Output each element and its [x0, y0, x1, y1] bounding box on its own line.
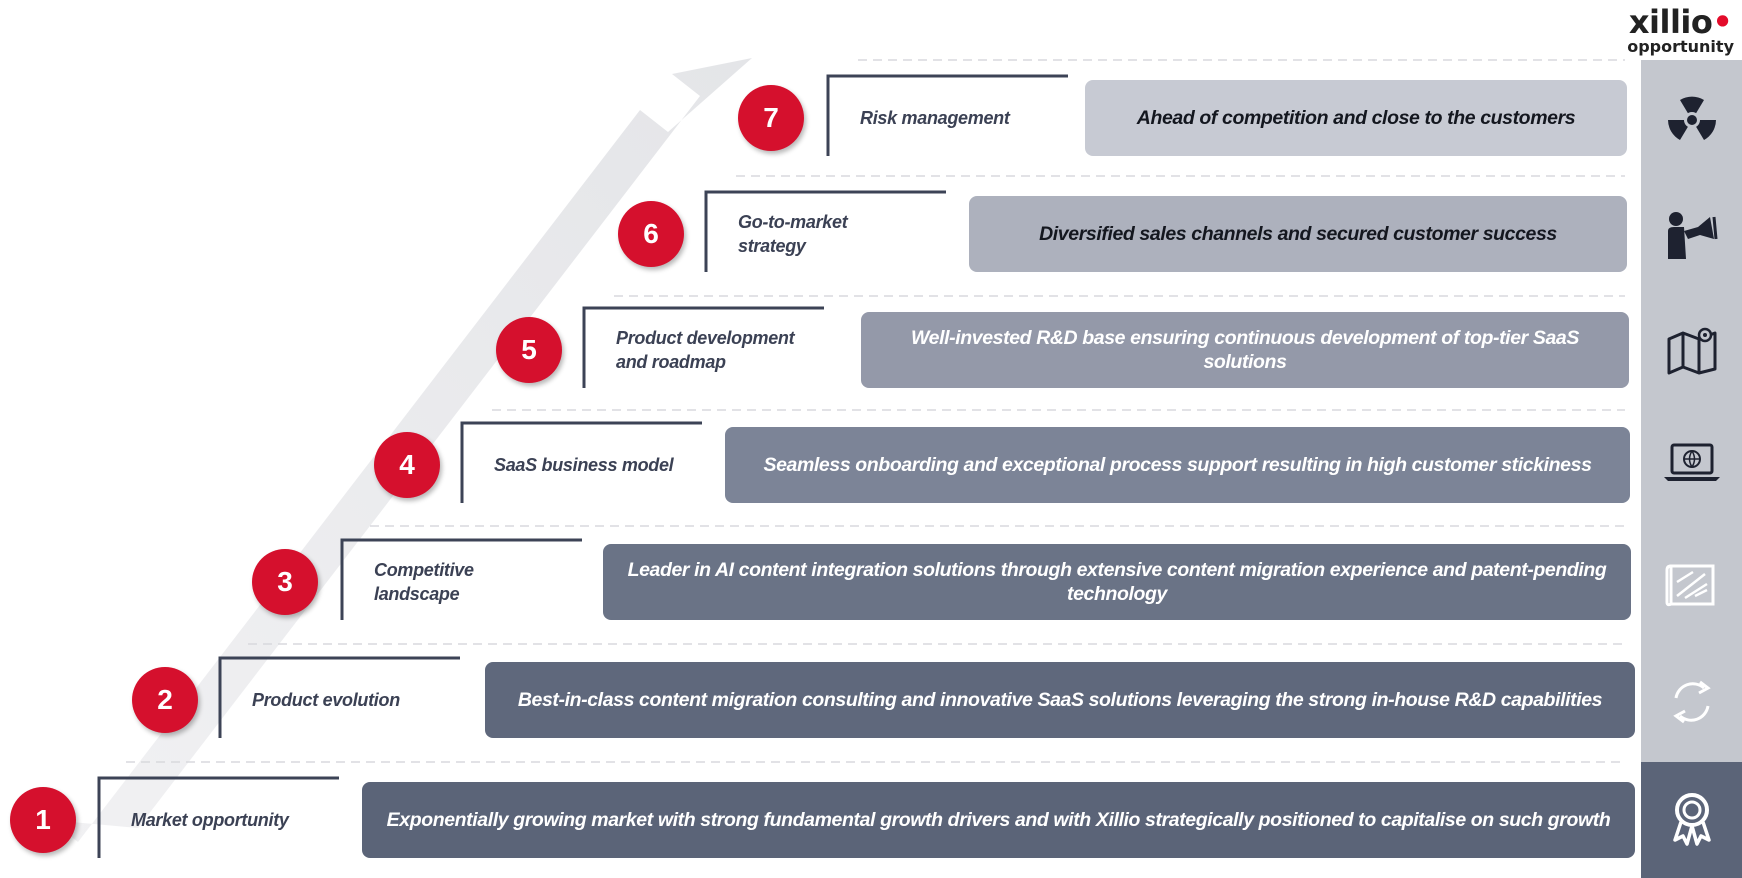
step-label-1: Market opportunity — [131, 810, 289, 830]
step-bracket-1 — [97, 776, 339, 858]
step-label-6: Go-to-market strategy — [738, 212, 848, 256]
step-label-3: Competitive landscape — [374, 560, 474, 604]
step-label-7: Risk management — [860, 108, 1010, 128]
step-description-7: Ahead of competition and close to the cu… — [1085, 80, 1627, 156]
hazard-icon — [1641, 80, 1742, 160]
logo-dot: • — [1712, 3, 1733, 41]
step-number-badge-7: 7 — [738, 85, 804, 151]
icon-sidebar — [1641, 60, 1742, 878]
logo-subtitle: opportunity — [1627, 37, 1734, 56]
step-number-badge-1: 1 — [10, 787, 76, 853]
step-number-badge-6: 6 — [618, 201, 684, 267]
icon-sidebar-active-segment — [1641, 762, 1742, 878]
step-bracket-5 — [582, 306, 824, 388]
step-description-3: Leader in AI content integration solutio… — [603, 544, 1631, 620]
step-description-4: Seamless onboarding and exceptional proc… — [725, 427, 1630, 503]
step-bracket-3 — [340, 538, 582, 620]
refresh-cycle-icon — [1641, 662, 1742, 742]
step-number-badge-4: 4 — [374, 432, 440, 498]
step-description-1: Exponentially growing market with strong… — [362, 782, 1635, 858]
step-number-badge-2: 2 — [132, 667, 198, 733]
award-ribbon-icon — [1641, 778, 1742, 858]
step-number-badge-3: 3 — [252, 549, 318, 615]
step-label-5: Product development and roadmap — [616, 328, 795, 372]
step-label-2: Product evolution — [252, 690, 400, 710]
laptop-globe-icon — [1641, 423, 1742, 503]
map-pin-icon — [1641, 310, 1742, 390]
step-description-5: Well-invested R&D base ensuring continuo… — [861, 312, 1629, 388]
megaphone-person-icon — [1641, 195, 1742, 275]
blueprint-icon — [1641, 545, 1742, 625]
step-bracket-4 — [460, 421, 702, 503]
step-label-4: SaaS business model — [494, 455, 674, 475]
xillio-logo: xillio• opportunity — [1627, 6, 1734, 56]
logo-wordmark: xillio• — [1628, 3, 1733, 41]
step-bracket-2 — [218, 656, 460, 738]
step-description-2: Best-in-class content migration consulti… — [485, 662, 1635, 738]
step-description-6: Diversified sales channels and secured c… — [969, 196, 1627, 272]
step-bracket-6 — [704, 190, 946, 272]
step-bracket-7 — [826, 74, 1068, 156]
step-number-badge-5: 5 — [496, 317, 562, 383]
